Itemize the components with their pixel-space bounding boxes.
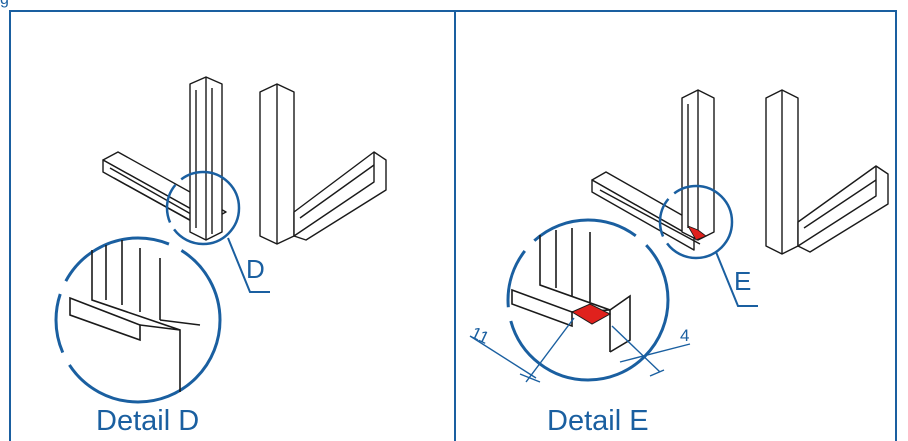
dimension-label-right: 4 [680,326,690,345]
callout-leader-e [715,251,758,307]
left-panel-drawing [102,76,387,245]
detail-d-magnified [54,236,222,404]
figure-label: g [0,0,9,9]
right-panel-drawing [591,89,889,255]
callout-leader-d [227,237,270,293]
callout-circle-e [658,184,734,260]
callout-label-d: D [246,254,265,284]
detail-e-magnified [469,218,691,383]
caption-detail-e: Detail E [547,405,649,437]
callout-label-e: E [734,266,752,296]
red-mark-large [570,303,612,325]
figure-frame [9,10,897,441]
callout-circle-d [165,170,241,246]
red-mark-small [687,225,707,241]
caption-detail-d: Detail D [96,405,200,437]
